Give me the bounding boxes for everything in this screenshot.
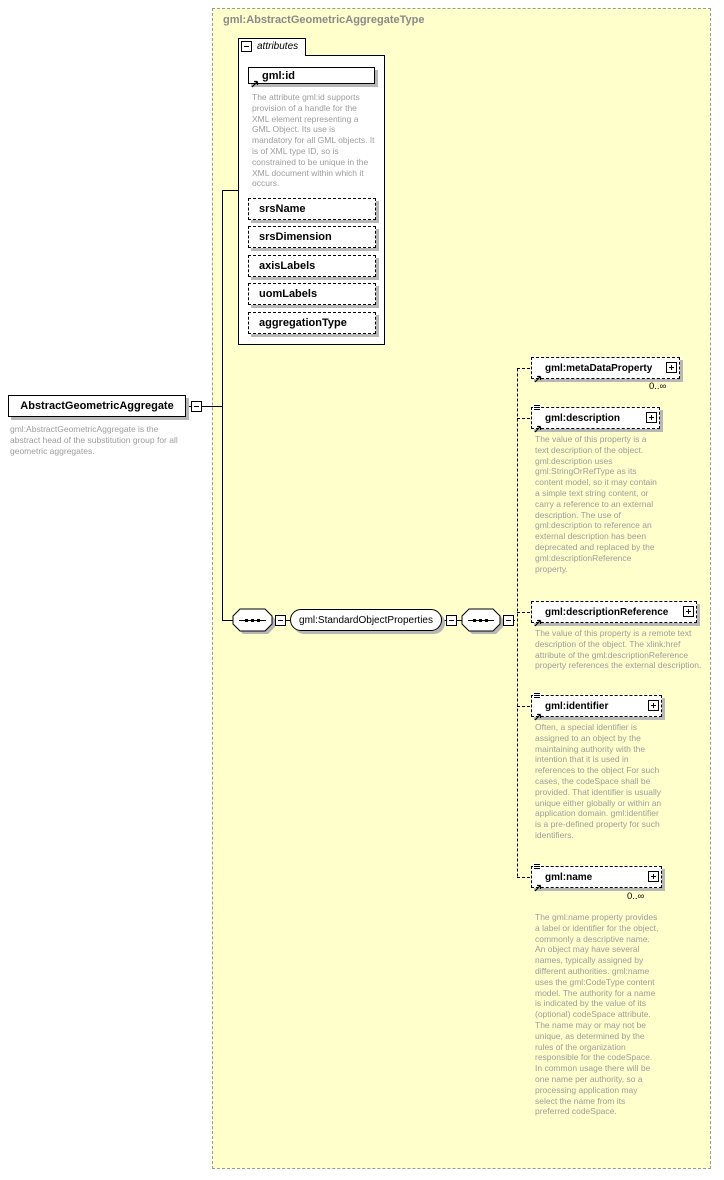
complex-type-title: gml:AbstractGeometricAggregateType bbox=[223, 14, 425, 26]
element-description[interactable]: gml:description bbox=[531, 404, 660, 433]
attribute-gml-id[interactable]: gml:id bbox=[248, 67, 375, 88]
annotation-icon bbox=[533, 404, 541, 411]
expand-icon[interactable] bbox=[648, 871, 659, 882]
attribute-name: uomLabels bbox=[259, 288, 318, 300]
expand-icon[interactable] bbox=[646, 412, 657, 423]
attribute-name: gml:id bbox=[262, 70, 295, 82]
attribute-aggregationtype[interactable]: aggregationType bbox=[248, 312, 376, 334]
element-doc: gml:AbstractGeometricAggregate is the ab… bbox=[10, 424, 178, 456]
cardinality-label: 0..∞ bbox=[649, 381, 667, 392]
attribute-name: aggregationType bbox=[259, 317, 347, 329]
element-name: gml:descriptionReference bbox=[545, 607, 669, 618]
element-doc: Often, a special identifier is assigned … bbox=[535, 722, 662, 840]
expand-icon[interactable] bbox=[683, 606, 694, 617]
element-name: gml:identifier bbox=[545, 701, 609, 712]
group-name: gml:StandardObjectProperties bbox=[299, 615, 433, 626]
sequence-compositor-icon bbox=[461, 608, 503, 634]
attribute-name: axisLabels bbox=[259, 260, 316, 272]
reference-arrow-icon bbox=[533, 615, 543, 627]
sequence-compositor-icon bbox=[232, 608, 275, 634]
expand-icon[interactable] bbox=[666, 362, 677, 373]
attribute-srsdimension[interactable]: srsDimension bbox=[248, 226, 376, 248]
reference-arrow-icon bbox=[250, 76, 260, 88]
collapse-icon[interactable] bbox=[241, 41, 252, 52]
attribute-name: srsName bbox=[259, 203, 306, 215]
annotation-icon bbox=[533, 692, 541, 699]
attribute-name: srsDimension bbox=[259, 231, 332, 243]
collapse-icon[interactable] bbox=[503, 615, 514, 626]
group-standardobjectproperties[interactable]: gml:StandardObjectProperties bbox=[290, 609, 442, 631]
element-doc: The gml:name property provides a label o… bbox=[535, 912, 659, 1117]
attribute-uomlabels[interactable]: uomLabels bbox=[248, 283, 376, 305]
element-doc: The value of this property is a remote t… bbox=[535, 628, 702, 671]
cardinality-label: 0..∞ bbox=[627, 891, 645, 902]
attribute-axislabels[interactable]: axisLabels bbox=[248, 255, 376, 277]
element-name: AbstractGeometricAggregate bbox=[20, 400, 174, 412]
reference-arrow-icon bbox=[533, 880, 543, 892]
element-metadataproperty[interactable]: gml:metaDataProperty bbox=[531, 357, 680, 383]
attributes-group-tab: attributes bbox=[238, 38, 306, 56]
annotation-icon bbox=[533, 863, 541, 870]
element-doc: The value of this property is a text des… bbox=[535, 434, 657, 574]
expand-icon[interactable] bbox=[648, 700, 659, 711]
element-name-property[interactable]: gml:name bbox=[531, 863, 662, 892]
attribute-srsname[interactable]: srsName bbox=[248, 198, 376, 220]
collapse-icon[interactable] bbox=[191, 401, 202, 412]
collapse-icon[interactable] bbox=[446, 615, 457, 626]
reference-arrow-icon bbox=[533, 709, 543, 721]
collapse-icon[interactable] bbox=[275, 615, 286, 626]
element-descriptionreference[interactable]: gml:descriptionReference bbox=[531, 601, 697, 627]
root-element-abstractgeometricaggregate[interactable]: AbstractGeometricAggregate bbox=[8, 395, 186, 417]
reference-arrow-icon bbox=[533, 371, 543, 383]
element-name: gml:name bbox=[545, 872, 593, 883]
attributes-group-label: attributes bbox=[257, 41, 299, 52]
attribute-doc: The attribute gml:id supports provision … bbox=[252, 92, 375, 189]
element-name: gml:metaDataProperty bbox=[545, 363, 653, 374]
reference-arrow-icon bbox=[533, 421, 543, 433]
element-name: gml:description bbox=[545, 413, 621, 424]
element-identifier[interactable]: gml:identifier bbox=[531, 692, 662, 721]
